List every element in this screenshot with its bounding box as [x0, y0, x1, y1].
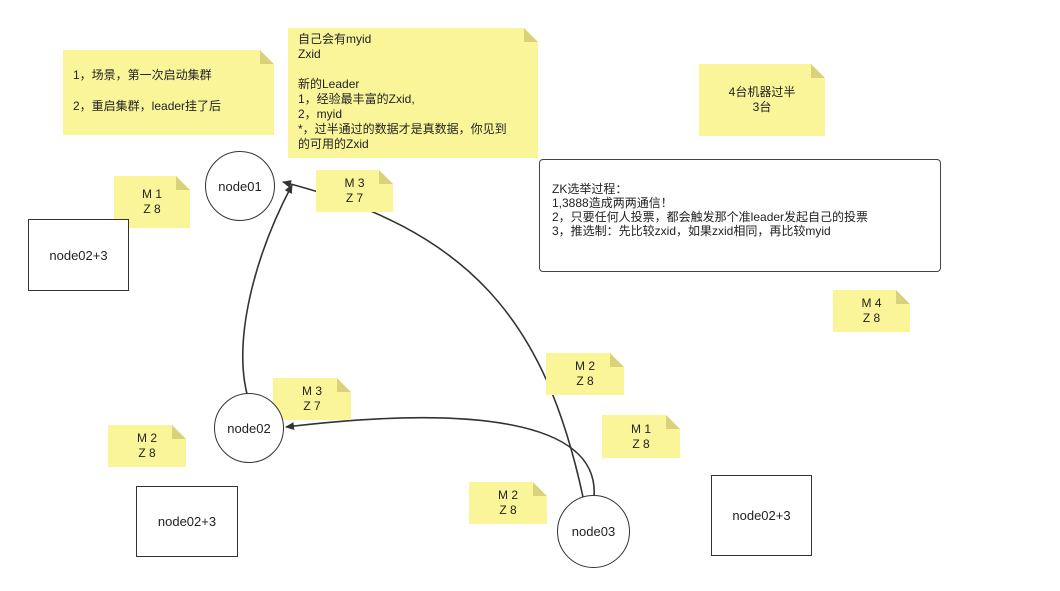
panel-line: 1,3888造成两两通信！	[552, 196, 673, 210]
note-line: 自己会有myid	[298, 32, 372, 46]
note-line: 2，重启集群，leader挂了后	[73, 99, 222, 113]
vote-myid: M 1	[141, 187, 162, 201]
vote-note-m1-z8: M 1 Z 8	[602, 415, 680, 458]
vote-myid: M 2	[574, 359, 595, 373]
vote-myid: M 2	[497, 488, 518, 502]
vote-note-m2-z8: M 2 Z 8	[546, 353, 624, 395]
vote-note-m4-z8: M 4 Z 8	[833, 290, 910, 332]
note-line: 4台机器过半	[728, 85, 796, 99]
vote-zxid: Z 7	[345, 191, 364, 205]
vote-zxid: Z 8	[632, 436, 650, 451]
node-group-box[interactable]: node02+3	[136, 486, 238, 557]
node-group-box[interactable]: node02+3	[28, 219, 129, 291]
node01-circle[interactable]: node01	[205, 151, 275, 221]
vote-zxid: Z 8	[576, 374, 594, 388]
note-line: 2，myid	[298, 107, 343, 121]
node02-circle[interactable]: node02	[214, 393, 284, 463]
panel-line: 2，只要任何人投票，都会触发那个准leader发起自己的投票	[552, 210, 869, 224]
vote-myid: M 3	[344, 176, 365, 190]
vote-myid: M 4	[861, 296, 882, 310]
note-majority: 4台机器过半 3台	[699, 64, 825, 136]
note-line: 1，经验最丰富的Zxid,	[298, 92, 415, 106]
vote-note-m2-z8: M 2 Z 8	[108, 425, 186, 467]
note-scenarios: 1，场景，第一次启动集群 2，重启集群，leader挂了后	[63, 50, 274, 135]
note-line: 1，场景，第一次启动集群	[73, 68, 212, 82]
edge-node03-to-node01	[282, 180, 584, 498]
vote-zxid: Z 8	[499, 503, 517, 517]
note-line: 的可用的Zxid	[298, 137, 369, 151]
note-line: Zxid	[298, 47, 321, 61]
vote-zxid: Z 7	[303, 399, 321, 413]
vote-myid: M 1	[630, 421, 651, 436]
node03-circle[interactable]: node03	[557, 495, 630, 568]
panel-line: ZK选举过程：	[552, 182, 628, 196]
vote-myid: M 2	[136, 431, 157, 445]
vote-note-m3-z7: M 3 Z 7	[316, 170, 393, 212]
vote-zxid: Z 8	[143, 202, 161, 216]
note-election-rules: 自己会有myid Zxid 新的Leader 1，经验最丰富的Zxid, 2，m…	[288, 28, 538, 158]
note-line	[298, 62, 528, 77]
note-line: *，过半通过的数据才是真数据，你见到	[298, 122, 507, 136]
note-line: 新的Leader	[298, 77, 360, 91]
note-line: 3台	[752, 100, 772, 114]
edge-node02-to-node01	[242, 184, 293, 399]
vote-zxid: Z 8	[862, 311, 881, 325]
election-process-panel: ZK选举过程： 1,3888造成两两通信！ 2，只要任何人投票，都会触发那个准l…	[539, 159, 941, 272]
vote-note-m3-z7: M 3 Z 7	[273, 378, 351, 420]
vote-myid: M 3	[301, 384, 322, 398]
edge-node03-to-node02	[285, 417, 595, 498]
node-group-box[interactable]: node02+3	[711, 475, 812, 556]
vote-note-m2-z8: M 2 Z 8	[469, 482, 547, 524]
panel-line: 3，推选制：先比较zxid，如果zxid相同，再比较myid	[552, 224, 831, 238]
vote-zxid: Z 8	[138, 446, 156, 460]
